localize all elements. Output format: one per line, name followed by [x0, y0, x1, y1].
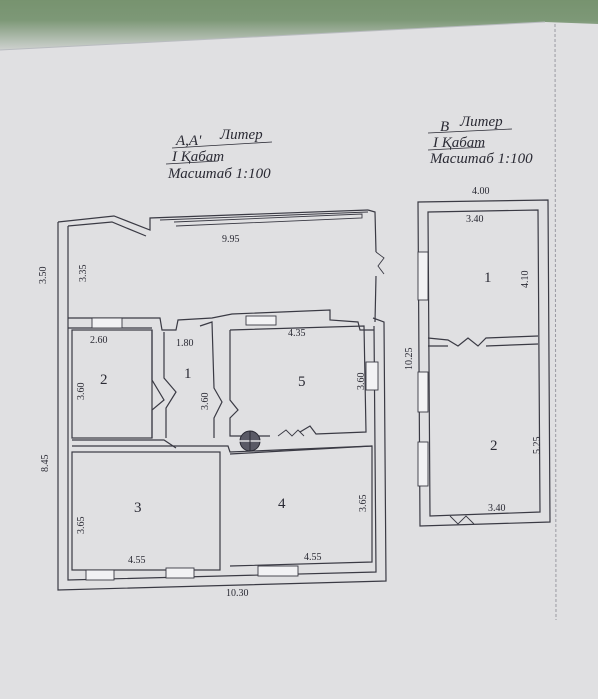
plan-a-walls	[57, 209, 387, 591]
dim-b-room2-height: 5.25	[532, 437, 543, 455]
door-mark	[277, 429, 305, 437]
dim-b-total-height: 10.25	[404, 348, 415, 371]
room-1-number: 1	[184, 366, 192, 382]
plan-a-title: А,А' Литер I Қабат Масштаб 1:100	[165, 127, 273, 182]
plan-b-door-mark	[449, 515, 475, 525]
plan-b-letter: В	[440, 119, 449, 135]
plan-b-floor: I Қабат	[432, 135, 485, 151]
dim-room5-width: 4.35	[288, 328, 306, 339]
dim-b-room1-height: 4.10	[520, 271, 531, 289]
dim-bottom-width: 10.30	[226, 588, 249, 599]
room-2-number: 2	[100, 372, 108, 388]
dim-room1-height: 3.60	[200, 393, 211, 411]
paper-sheet	[0, 22, 598, 699]
dim-room3-height: 3.65	[76, 517, 87, 535]
plan-a-letter: А,А'	[175, 133, 202, 149]
room-4-number: 4	[278, 496, 286, 512]
plan-b-dimensions: 4.00 3.40 4.10 10.25 5.25 3.40	[404, 186, 543, 514]
dim-top-width: 9.95	[222, 234, 240, 245]
plan-b-room-numbers: 1 2	[484, 270, 498, 454]
stove-icon	[238, 430, 262, 452]
dim-top-section-height: 3.50	[38, 267, 49, 285]
dim-b-outer-width: 4.00	[472, 186, 490, 197]
plan-b-scale: Масштаб 1:100	[429, 151, 533, 167]
dim-room1-width: 1.80	[176, 338, 194, 349]
plan-a-floor: I Қабат	[171, 149, 224, 165]
plan-a-windows	[85, 315, 379, 581]
dim-room2-width: 2.60	[90, 335, 108, 346]
room-3-number: 3	[134, 500, 142, 516]
plan-b-liter: Литер	[459, 114, 503, 130]
b-room-2-number: 2	[490, 438, 498, 454]
room-5-number: 5	[298, 374, 306, 390]
plan-a-room-numbers: 2 1 5 3 4	[100, 366, 306, 516]
dim-room4-width: 4.55	[304, 552, 322, 563]
dim-room3-width: 4.55	[128, 555, 146, 566]
plan-a-dimensions: 9.95 10.30 8.45 3.50 3.35 2.60 3.60 1.80…	[38, 234, 369, 599]
dim-b-room1-width: 3.40	[466, 214, 484, 225]
plan-a-scale: Масштаб 1:100	[167, 166, 271, 182]
dim-b-room2-width: 3.40	[488, 503, 506, 514]
dim-room2-height: 3.60	[76, 383, 87, 401]
plan-b-title: В Литер I Қабат Масштаб 1:100	[427, 114, 533, 167]
dim-left-height: 8.45	[40, 455, 51, 473]
plan-b-walls	[417, 199, 551, 527]
dim-room4-height: 3.65	[358, 495, 369, 513]
plan-b-windows	[417, 251, 429, 487]
plan-a-liter: Литер	[219, 127, 263, 143]
dim-porch-height: 3.35	[78, 265, 89, 283]
b-room-1-number: 1	[484, 270, 492, 286]
dim-room5-height: 3.60	[356, 373, 367, 391]
